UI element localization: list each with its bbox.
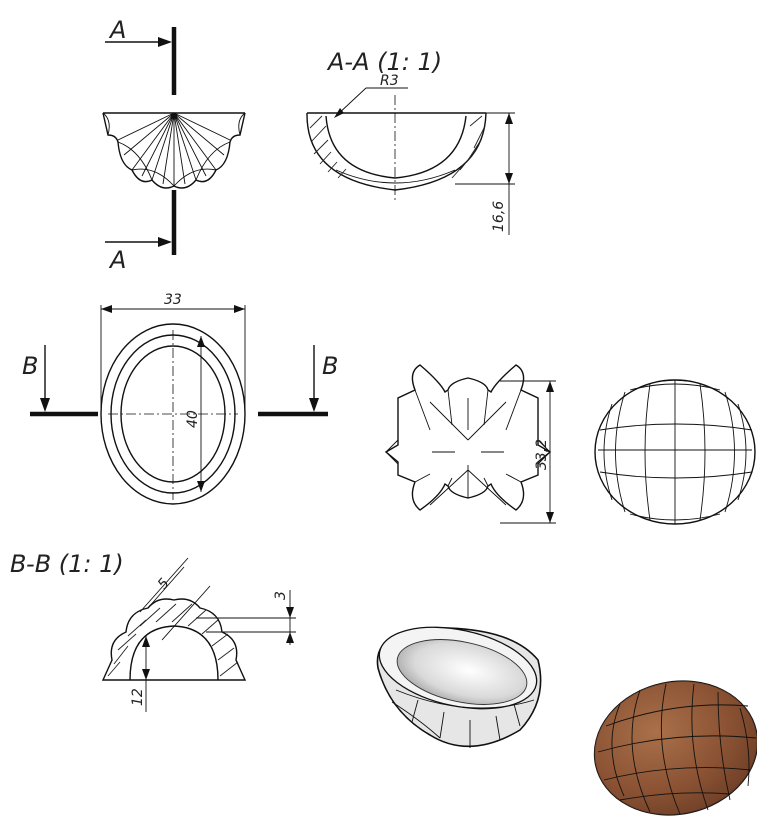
section-marker-a-bottom: A: [108, 246, 126, 274]
section-bb-title: B-B (1: 1): [10, 550, 124, 578]
height-dimension-aa: 16,6: [491, 201, 507, 232]
height-dimension-bb: 12: [130, 688, 146, 706]
section-aa-view: A-A (1: 1) R3 1: [306, 48, 515, 235]
front-view: A A: [102, 16, 246, 274]
rib-height-dimension: 3: [273, 591, 289, 600]
section-aa-title: A-A (1: 1): [326, 48, 442, 76]
radius-label: R3: [380, 73, 399, 89]
width-dimension: 33: [164, 292, 182, 308]
height-dimension-side: 33,2: [534, 439, 550, 470]
front-view-shell: [102, 112, 246, 189]
height-dimension-plan: 40: [185, 410, 201, 428]
side-view: 33,2: [384, 364, 556, 524]
section-marker-a-top: A: [108, 16, 126, 44]
section-bb-view: B-B (1: 1) 5 3: [10, 550, 296, 712]
section-bb-hatching: [107, 603, 239, 677]
section-marker-b-left: B: [22, 352, 38, 380]
render-whole-nut: [593, 680, 757, 816]
whole-nut-outline: [594, 379, 756, 525]
render-shell-half: [376, 626, 542, 748]
plan-view: 33 40 B B: [22, 292, 338, 505]
section-aa-hatching: [309, 115, 486, 179]
section-marker-b-right: B: [322, 352, 338, 380]
